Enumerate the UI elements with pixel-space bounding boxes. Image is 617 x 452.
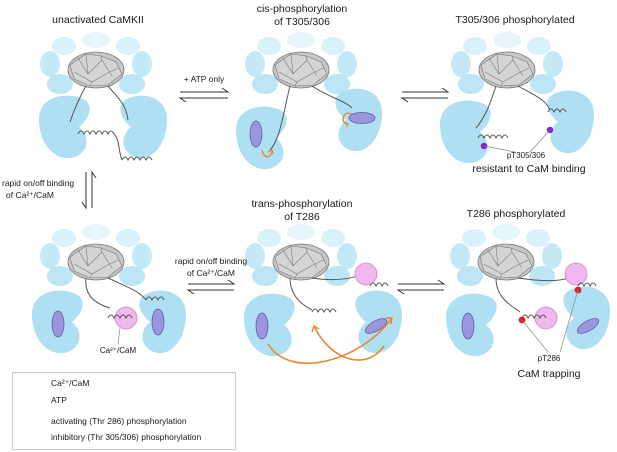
equilibrium-arrow-2-3 bbox=[400, 87, 450, 103]
atp-trans-left bbox=[255, 312, 269, 340]
state-cam-bound bbox=[32, 224, 186, 354]
state-title-cis-line2: of T305/306 bbox=[274, 16, 330, 28]
trans-arrow-b bbox=[313, 325, 385, 361]
state-t286-phosphorylated bbox=[446, 224, 610, 357]
state-title-trans-line2: of T286 bbox=[284, 211, 320, 223]
site-label-pt305: pT305/306 bbox=[506, 151, 546, 160]
state-cis-phosphorylation bbox=[236, 32, 382, 170]
state-trans-phosphorylation bbox=[244, 224, 402, 364]
transition-rapid-horizontal-2: of Ca²⁺/CaM bbox=[187, 268, 235, 278]
equilibrium-arrow-4-5 bbox=[186, 279, 236, 295]
state-title-cis-line1: cis-phosphorylation bbox=[256, 3, 348, 15]
transition-rapid-vertical-2: of Ca²⁺/CaM bbox=[6, 190, 54, 200]
note-cam-trapping: CaM trapping bbox=[517, 368, 581, 380]
atp-left bbox=[249, 120, 263, 148]
cam-trapped-right bbox=[564, 262, 588, 286]
atp-trans-right bbox=[364, 318, 388, 334]
legend: Ca²⁺/CaM ATP activating (Thr 286) phosph… bbox=[12, 372, 236, 450]
state-title-t305: T305/306 phosphorylated bbox=[455, 14, 575, 26]
atp-right bbox=[348, 112, 376, 124]
note-resistant: resistant to CaM binding bbox=[472, 163, 586, 175]
legend-text-inhibitory: inhibitory (Thr 305/306) phosphorylation bbox=[51, 432, 202, 442]
equilibrium-arrow-1-4 bbox=[81, 170, 97, 210]
legend-text-activating: activating (Thr 286) phosphorylation bbox=[51, 416, 187, 426]
cam-bound-label: Ca²⁺/CaM bbox=[99, 346, 137, 355]
legend-item-cam: Ca²⁺/CaM bbox=[51, 378, 90, 389]
kinase-domain-right bbox=[120, 95, 167, 159]
transition-rapid-horizontal-1: rapid on/off binding bbox=[174, 256, 248, 266]
atp-bound-right bbox=[151, 308, 165, 336]
cam-trans-right bbox=[354, 262, 378, 286]
legend-text-cam: Ca²⁺/CaM bbox=[51, 378, 90, 388]
state-title-trans-line1: trans-phosphorylation bbox=[251, 198, 353, 210]
transition-atp-only: + ATP only bbox=[183, 74, 225, 84]
atp-bound-left bbox=[51, 310, 65, 338]
equilibrium-arrow-5-6 bbox=[396, 279, 446, 295]
state-title-unactivated: unactivated CaMKII bbox=[52, 14, 144, 26]
state-title-t286: T286 phosphorylated bbox=[466, 208, 566, 220]
state-unactivated bbox=[39, 32, 167, 162]
equilibrium-arrow-1-2 bbox=[178, 87, 230, 103]
site-label-pt286: pT286 bbox=[537, 354, 561, 363]
kinase-domain-left bbox=[39, 95, 90, 159]
legend-text-atp: ATP bbox=[51, 395, 67, 405]
cis-arrow-left bbox=[261, 149, 273, 158]
legend-item-activating: activating (Thr 286) phosphorylation bbox=[51, 416, 187, 427]
legend-item-inhibitory: inhibitory (Thr 305/306) phosphorylation bbox=[51, 432, 201, 443]
legend-item-atp: ATP bbox=[51, 395, 67, 406]
trans-arrow-a bbox=[267, 317, 393, 364]
transition-rapid-vertical-1: rapid on/off binding bbox=[2, 178, 75, 188]
regulatory-helix-left bbox=[77, 130, 115, 136]
state-t305-phosphorylated bbox=[440, 32, 594, 164]
regulatory-helix-right bbox=[121, 156, 153, 162]
